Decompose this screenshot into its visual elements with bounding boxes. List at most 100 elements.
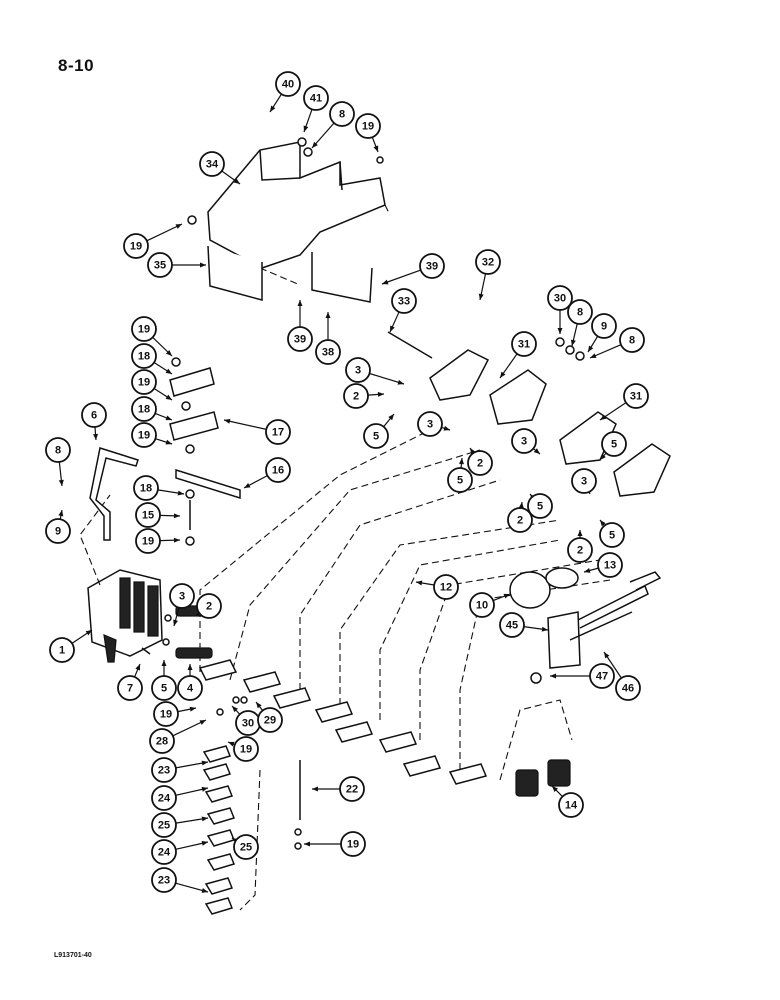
callout-19: 19 — [135, 528, 181, 554]
callout-number: 8 — [339, 109, 345, 121]
callout-arrowhead — [175, 224, 182, 229]
callout-number: 30 — [242, 718, 254, 730]
callout-3: 3 — [169, 583, 195, 627]
callout-circle — [467, 450, 493, 476]
callout-number: 19 — [138, 430, 150, 442]
callout-arrowhead — [377, 391, 384, 397]
callout-arrowhead — [165, 394, 172, 400]
callout-circle — [547, 285, 573, 311]
rod-ends — [198, 659, 488, 785]
callout-5: 5 — [447, 457, 473, 493]
callout-35: 35 — [147, 252, 206, 278]
callout-3: 3 — [345, 357, 405, 385]
callout-circle — [558, 792, 584, 818]
callout-arrowhead — [518, 502, 524, 509]
callout-number: 24 — [158, 847, 171, 859]
callout-circle — [417, 411, 443, 437]
callout-number: 19 — [160, 709, 172, 721]
callout-circle — [196, 593, 222, 619]
callout-39: 39 — [381, 253, 445, 285]
callout-circle — [343, 383, 369, 409]
bolt-long — [387, 331, 433, 359]
callout-17: 17 — [223, 418, 291, 445]
callout-arrowhead — [500, 371, 506, 378]
callout-13: 13 — [583, 552, 623, 578]
callout-arrowhead — [397, 379, 404, 385]
callout-22: 22 — [312, 776, 365, 802]
callout-circle — [131, 369, 157, 395]
callout-number: 5 — [537, 501, 543, 513]
callout-19: 19 — [227, 736, 259, 762]
callout-arrowhead — [201, 786, 208, 792]
callout-number: 31 — [518, 339, 530, 351]
callout-circle — [623, 383, 649, 409]
callout-2: 2 — [467, 447, 493, 476]
callout-arrowhead — [533, 448, 540, 454]
callout-number: 29 — [264, 715, 276, 727]
callout-19: 19 — [131, 369, 173, 401]
callout-2: 2 — [343, 383, 385, 409]
callout-number: 2 — [577, 545, 583, 557]
callout-46: 46 — [603, 651, 641, 701]
callout-circle — [133, 475, 159, 501]
callout-arrowhead — [135, 664, 140, 671]
callout-circle — [233, 736, 259, 762]
callout-arrowhead — [600, 414, 607, 420]
callout-5: 5 — [363, 413, 395, 449]
callout-number: 22 — [346, 784, 358, 796]
callout-arrowhead — [173, 537, 180, 543]
page-number: 8-10 — [58, 56, 95, 75]
callout-5: 5 — [151, 660, 177, 701]
callout-number: 31 — [630, 391, 642, 403]
callout-3: 3 — [511, 428, 541, 455]
callout-circle — [527, 493, 553, 519]
callout-circle — [447, 467, 473, 493]
callout-arrowhead — [325, 312, 331, 318]
callout-arrowhead — [570, 339, 576, 346]
callout-arrowhead — [173, 619, 178, 626]
callout-leader — [369, 372, 405, 385]
callout-number: 8 — [577, 307, 583, 319]
callout-41: 41 — [303, 85, 329, 133]
callout-40: 40 — [269, 71, 301, 113]
callout-circle — [149, 728, 175, 754]
callout-circle — [257, 707, 283, 733]
callout-number: 3 — [581, 476, 587, 488]
callout-circle — [131, 422, 157, 448]
callout-number: 9 — [55, 526, 61, 538]
callout-1: 1 — [49, 629, 93, 663]
callout-arrowhead — [600, 453, 606, 460]
callout-circle — [597, 552, 623, 578]
callout-arrowhead — [85, 630, 92, 636]
callout-19: 19 — [355, 113, 381, 153]
callout-circle — [117, 675, 143, 701]
fittings — [141, 137, 585, 850]
callout-18: 18 — [131, 396, 173, 422]
callout-arrowhead — [557, 328, 563, 334]
callout-arrowhead — [541, 626, 548, 632]
callout-circle — [153, 701, 179, 727]
callout-arrowhead — [200, 262, 206, 268]
callout-number: 5 — [161, 683, 167, 695]
callout-number: 41 — [310, 93, 322, 105]
callout-24: 24 — [151, 839, 209, 865]
callout-18: 18 — [133, 475, 185, 501]
callout-circle — [147, 252, 173, 278]
callout-circle — [599, 522, 625, 548]
callout-circle — [355, 113, 381, 139]
callout-circle — [49, 637, 75, 663]
callout-34: 34 — [199, 151, 241, 185]
callout-circle — [567, 299, 593, 325]
callout-arrowhead — [165, 368, 172, 374]
callout-circle — [275, 71, 301, 97]
callout-circle — [151, 839, 177, 865]
callout-number: 5 — [611, 439, 617, 451]
callout-number: 46 — [622, 683, 634, 695]
callout-arrowhead — [297, 300, 303, 306]
ring-seal — [509, 571, 551, 609]
callout-arrowhead — [161, 660, 167, 666]
strap-left — [207, 245, 263, 301]
callout-circle — [340, 831, 366, 857]
callout-circle — [131, 316, 157, 342]
callout-arrowhead — [58, 479, 64, 486]
